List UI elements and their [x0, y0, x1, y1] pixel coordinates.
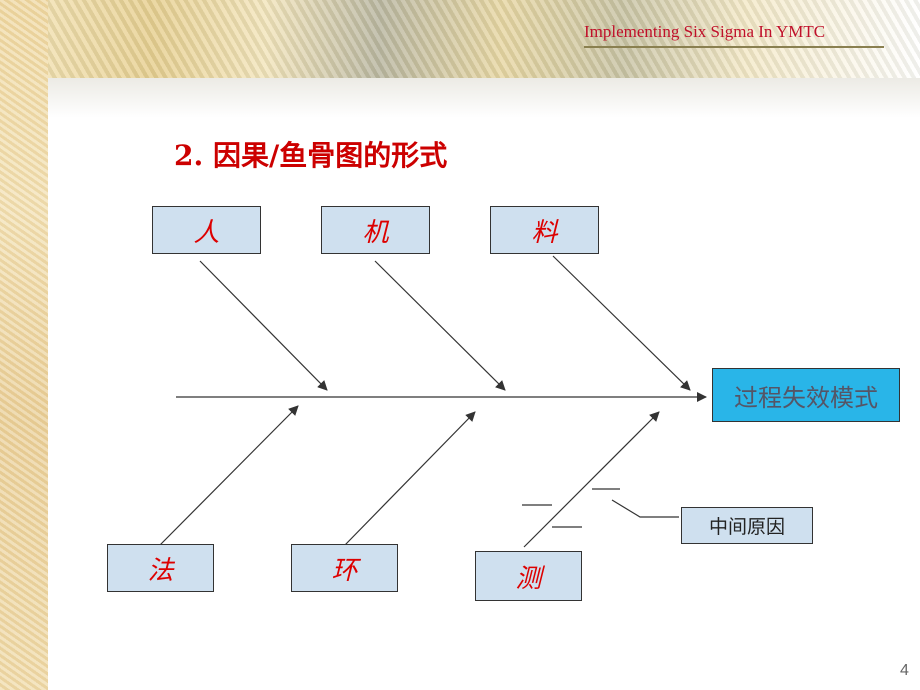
decorative-header-banner [48, 0, 920, 78]
category-box-material: 料 [490, 206, 599, 254]
decorative-left-strip [0, 0, 48, 690]
effect-label: 过程失效模式 [734, 383, 878, 412]
effect-box: 过程失效模式 [712, 368, 900, 422]
bone-top-1 [199, 260, 328, 391]
slide-title: 2. 因果/鱼骨图的形式 [174, 139, 448, 172]
category-box-method: 法 [107, 544, 214, 592]
header-title: Implementing Six Sigma In YMTC [584, 22, 826, 41]
bone-bottom-3 [523, 411, 660, 548]
category-box-environment: 环 [291, 544, 398, 592]
category-label: 法 [147, 555, 174, 586]
category-label: 料 [531, 217, 558, 248]
bone-top-2 [374, 260, 506, 391]
category-label: 人 [193, 217, 220, 248]
header-rule [584, 46, 884, 48]
category-box-machine: 机 [321, 206, 430, 254]
bone-bottom-1 [159, 405, 299, 546]
bone-top-3 [552, 255, 691, 391]
sub-cause-box: 中间原因 [681, 507, 813, 544]
category-label: 测 [515, 563, 542, 594]
page-number: 4 [900, 662, 909, 679]
bone-bottom-2 [344, 411, 476, 546]
sub-cause-leader [611, 499, 679, 518]
category-label: 机 [362, 217, 389, 248]
category-box-measurement: 测 [475, 551, 582, 601]
category-label: 环 [331, 555, 358, 586]
decorative-header-fade [48, 78, 920, 118]
category-box-people: 人 [152, 206, 261, 254]
sub-cause-label: 中间原因 [708, 516, 785, 538]
